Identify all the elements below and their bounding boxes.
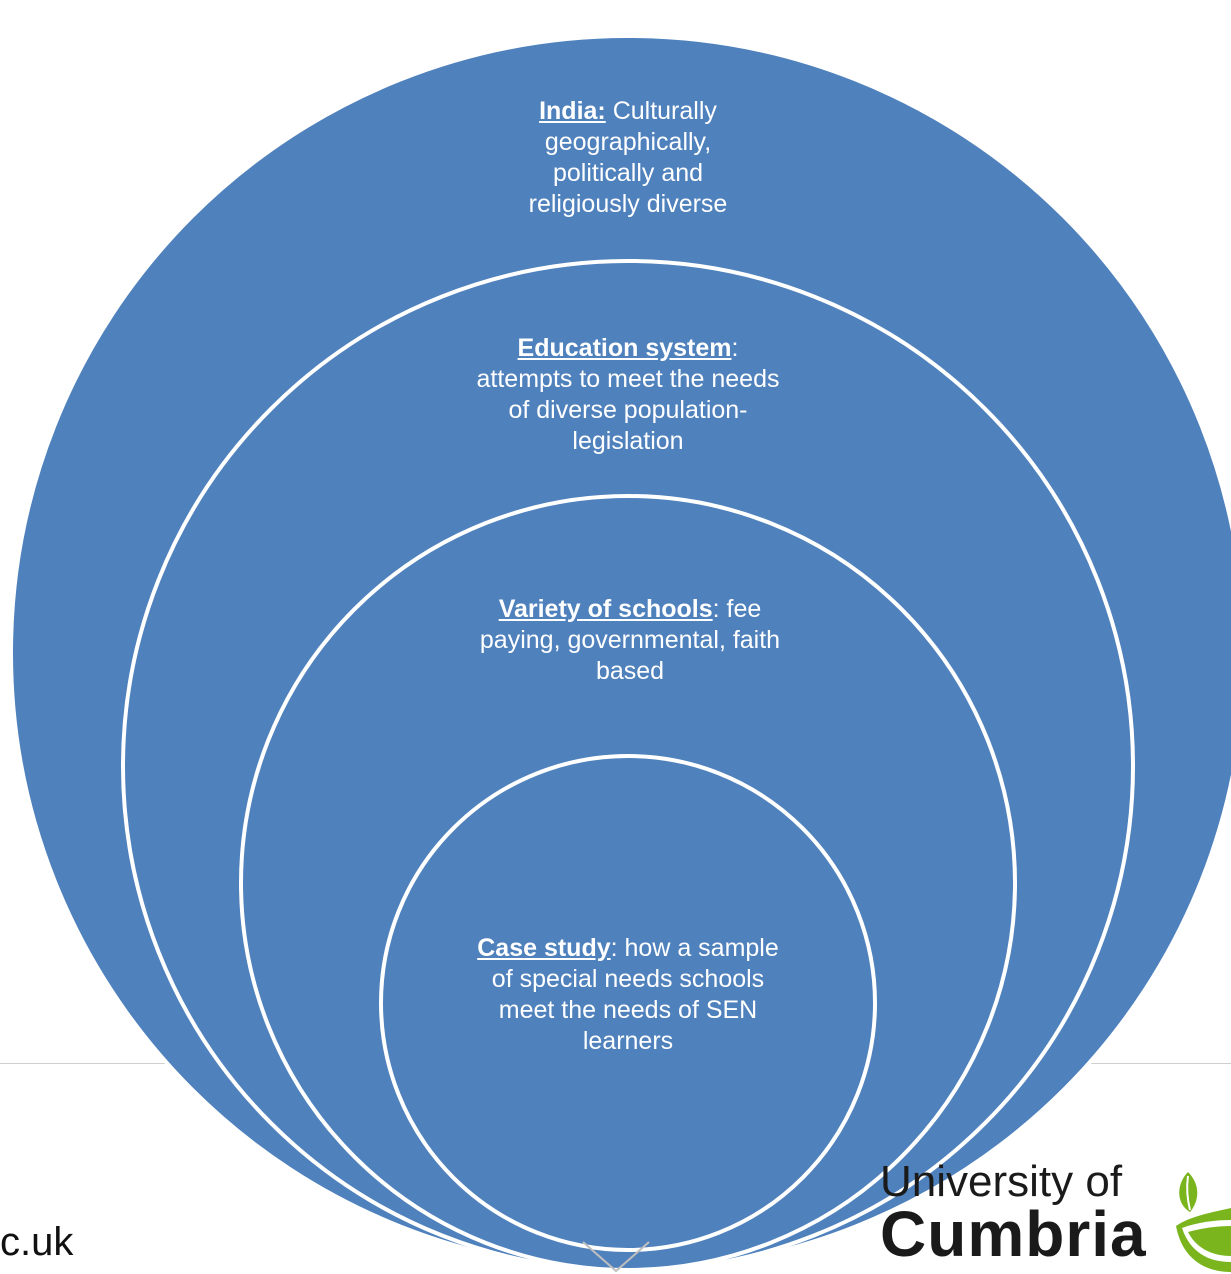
circle-level-2-text: Education system: attempts to meet the n…: [468, 333, 788, 457]
footer-divider-right: [1040, 1063, 1231, 1064]
circle-level-1-body: Culturally geographically, politically a…: [528, 97, 728, 218]
university-logo: University of Cumbria: [880, 1157, 1147, 1270]
circle-level-4: [379, 754, 877, 1252]
circle-level-2-body: : attempts to meet the needs of diverse …: [476, 334, 780, 455]
footer-url: c.uk: [0, 1220, 74, 1264]
circle-level-4-lead: Case study: [477, 934, 611, 962]
circle-level-1-lead: India:: [539, 97, 606, 125]
circle-level-2-lead: Education system: [517, 334, 732, 362]
circle-level-4-text: Case study: how a sample of special need…: [468, 933, 788, 1057]
circle-level-4-body: : how a sample of special needs schools …: [491, 934, 779, 1055]
circle-level-3-body: : fee paying, governmental, faith based: [479, 595, 781, 685]
leaf-icon: [1176, 1172, 1231, 1272]
logo-line-2: Cumbria: [880, 1198, 1147, 1270]
circle-level-3-text: Variety of schools: fee paying, governme…: [470, 594, 790, 687]
footer-divider-left: [0, 1063, 240, 1064]
chevron-down-icon: [582, 1241, 650, 1273]
logo-line-1: University of: [880, 1157, 1123, 1206]
circle-level-1-text: India: Culturally geographically, politi…: [498, 96, 758, 220]
circle-level-3-lead: Variety of schools: [498, 595, 713, 623]
